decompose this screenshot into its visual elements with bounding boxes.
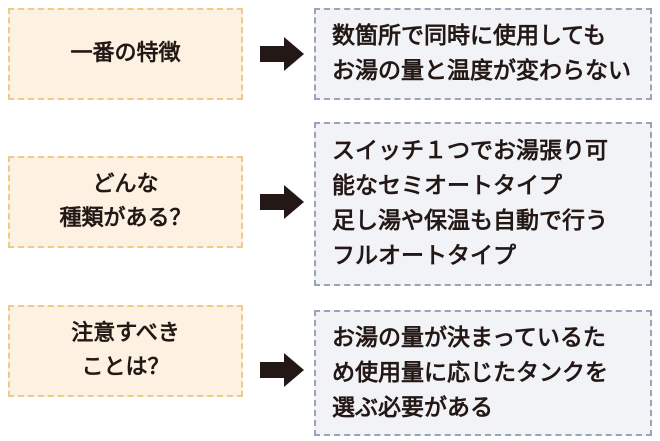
question-line: ことは？ <box>81 355 170 380</box>
right-arrow-icon <box>260 37 304 71</box>
answer-line: フルオートタイプ <box>332 243 516 269</box>
question-line: 種類がある？ <box>59 206 192 231</box>
question-box-caution: 注意すべき ことは？ <box>8 305 243 397</box>
answer-line: 選ぶ必要がある <box>332 394 493 421</box>
answer-box-types: スイッチ１つでお湯張り可 能なセミオートタイプ 足し湯や保温も自動で行う フルオ… <box>314 122 652 286</box>
question-box-feature: 一番の特徴 <box>8 8 243 100</box>
answer-line: スイッチ１つでお湯張り可 <box>332 138 608 164</box>
question-line: どんな <box>92 172 159 197</box>
answer-box-caution: お湯の量が決まっているた め使用量に応じたタンクを 選ぶ必要がある <box>314 310 652 436</box>
answer-line: お湯の量と温度が変わらない <box>332 58 631 84</box>
answer-line: め使用量に応じたタンクを <box>332 359 608 386</box>
answer-line: 能なセミオートタイプ <box>332 173 562 199</box>
answer-box-feature: 数箇所で同時に使用しても お湯の量と温度が変わらない <box>314 8 652 100</box>
right-arrow-icon <box>260 353 304 387</box>
answer-line: お湯の量が決まっているた <box>332 324 606 351</box>
question-line: 一番の特徴 <box>70 41 181 66</box>
right-arrow-icon <box>260 185 304 219</box>
question-box-types: どんな 種類がある？ <box>8 156 243 248</box>
answer-line: 足し湯や保温も自動で行う <box>332 208 608 234</box>
answer-line: 数箇所で同時に使用しても <box>332 23 607 49</box>
question-line: 注意すべき <box>71 321 180 346</box>
